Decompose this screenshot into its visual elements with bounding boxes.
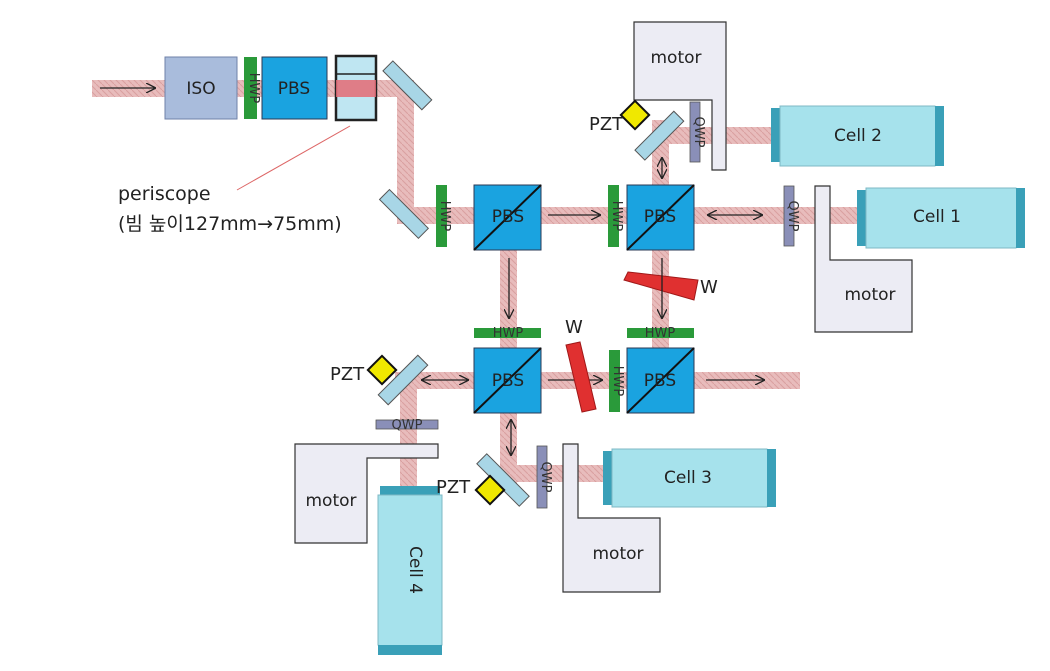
pbs-d: PBS [626,347,695,414]
laser-beams [92,80,860,492]
beam-periscope-vertical [397,80,414,215]
mirror-periscope-bottom [378,188,430,240]
qwp-cell1: QWP [783,185,800,247]
hwp-col2-label: HWP [645,326,676,341]
motor-cell1 [814,185,913,333]
qwp-cell4-label: QWP [392,418,423,433]
periscope-label: periscope [118,183,211,205]
pzt-block-cell4 [366,354,398,386]
pzt-label-cell4: PZT [330,364,365,385]
cell2-label: Cell 2 [834,126,882,146]
pbs-b: PBS [626,184,695,251]
cell3: Cell 3 [603,448,776,508]
cell3-label: Cell 3 [664,468,712,488]
qwp-cell1-label: QWP [785,201,800,232]
cell4-label: Cell 4 [405,546,425,594]
wedge-upper [623,271,699,301]
hwp-row1-b-label: HWP [609,201,624,232]
hwp-col2: HWP [627,326,694,341]
cell1: Cell 1 [857,187,1025,249]
pzt-block-cell2 [619,99,651,131]
qwp-cell2-label: QWP [691,117,706,148]
pbs-c: PBS [473,347,542,414]
hwp-row1-b: HWP [608,185,624,247]
pbs-input-label: PBS [278,79,310,99]
pzt-label-cell2: PZT [589,114,624,135]
hwp-row2: HWP [609,350,625,412]
pzt-label-cell3: PZT [436,477,471,498]
motor-cell2-shape [633,21,727,171]
pbs-d-label: PBS [644,371,676,391]
beam-col-left [400,372,417,492]
mirror-pzt-cell2 [634,110,685,161]
cell2: Cell 2 [771,105,944,167]
pbs-c-label: PBS [492,371,524,391]
motor-cell3 [562,443,661,593]
isolator: ISO [164,56,238,120]
motor-cell2-label: motor [650,48,701,68]
iso-label: ISO [186,79,215,99]
periscope-pointer [236,125,351,191]
qwp-cell4: QWP [375,418,439,433]
motor-cell1-label: motor [844,285,895,305]
mirror-pzt-cell4 [377,354,429,406]
pbs-a: PBS [473,184,542,251]
wedge-lower [565,341,597,413]
pbs-b-label: PBS [644,207,676,227]
qwp-cell3: QWP [536,445,553,509]
hwp-row1-a: HWP [436,185,452,247]
hwp-row2-label: HWP [610,366,625,397]
cell1-label: Cell 1 [913,207,961,227]
motor-cell4 [294,443,439,544]
qwp-cell3-label: QWP [538,462,553,493]
hwp-col1: HWP [474,326,541,341]
hwp-col1-label: HWP [493,326,524,341]
pbs-input: PBS [261,56,328,120]
pbs-a-label: PBS [492,207,524,227]
periscope-block [334,54,378,122]
hwp-row1-a-label: HWP [437,201,452,232]
wedge-lower-label: W [565,317,583,338]
periscope-sublabel: (빔 높이127mm→75mm) [118,213,342,235]
wedge-upper-label: W [700,277,718,298]
cell4: Cell 4 [377,486,443,655]
mirror-periscope-top [382,60,433,111]
hwp-input-label: HWP [246,73,261,104]
beam-cell3 [500,465,610,482]
qwp-cell2: QWP [689,101,706,163]
hwp-input: HWP [244,57,261,119]
pzt-block-cell3 [474,474,506,506]
motor-cell4-label: motor [305,491,356,511]
motor-cell3-text: motor [592,544,643,564]
